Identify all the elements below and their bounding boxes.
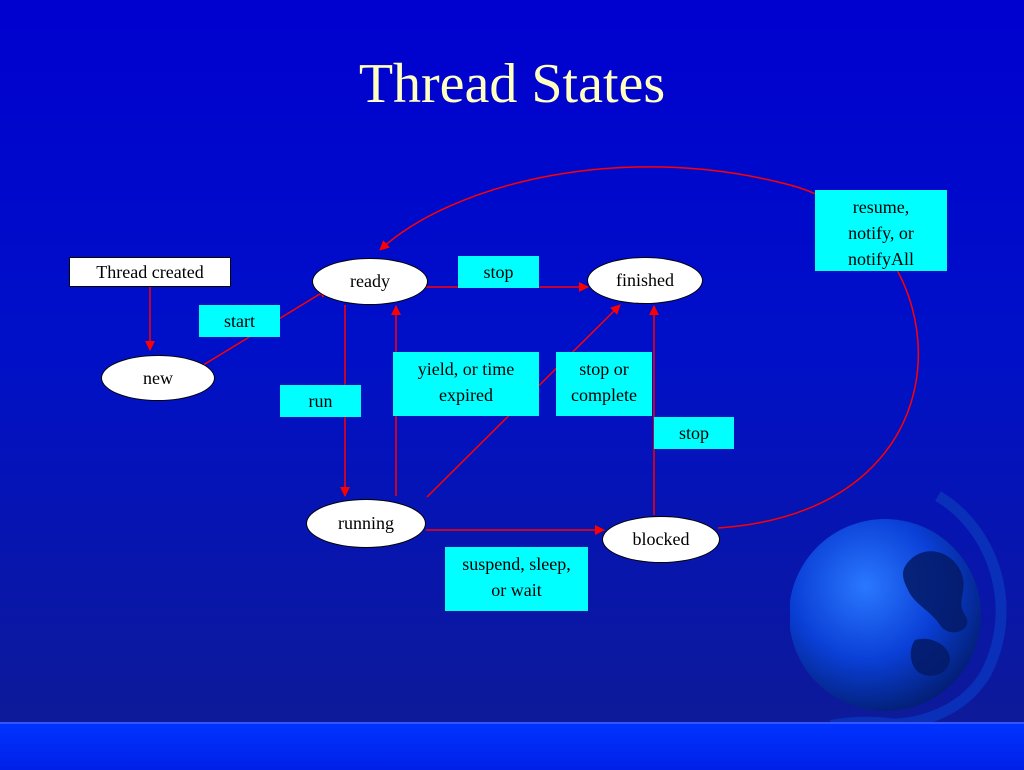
transition-stop-blocked-label: stop <box>654 417 734 449</box>
state-running: running <box>306 499 426 548</box>
state-ready: ready <box>312 258 428 305</box>
transition-suspend-label: suspend, sleep, or wait <box>445 547 588 611</box>
state-finished: finished <box>587 257 703 304</box>
transition-yield-label: yield, or time expired <box>393 352 539 416</box>
state-running-label: running <box>338 513 394 533</box>
state-new-label: new <box>143 367 173 388</box>
state-blocked-label: blocked <box>632 529 690 549</box>
state-new: new <box>101 355 215 401</box>
globe-icon <box>790 491 1007 738</box>
slide-title: Thread States <box>358 53 666 115</box>
state-ready-label: ready <box>350 271 390 291</box>
state-blocked: blocked <box>602 516 720 563</box>
thread-created-label: Thread created <box>69 257 231 287</box>
state-finished-label: finished <box>616 270 674 290</box>
transition-run-label: run <box>280 385 361 417</box>
transition-resume-label: resume, notify, or notifyAll <box>815 190 947 271</box>
transition-start-label: start <box>199 305 280 337</box>
footer-bar <box>0 722 1024 770</box>
transition-stop-complete-label: stop or complete <box>556 352 652 416</box>
transition-stop-ready-label: stop <box>458 256 539 288</box>
